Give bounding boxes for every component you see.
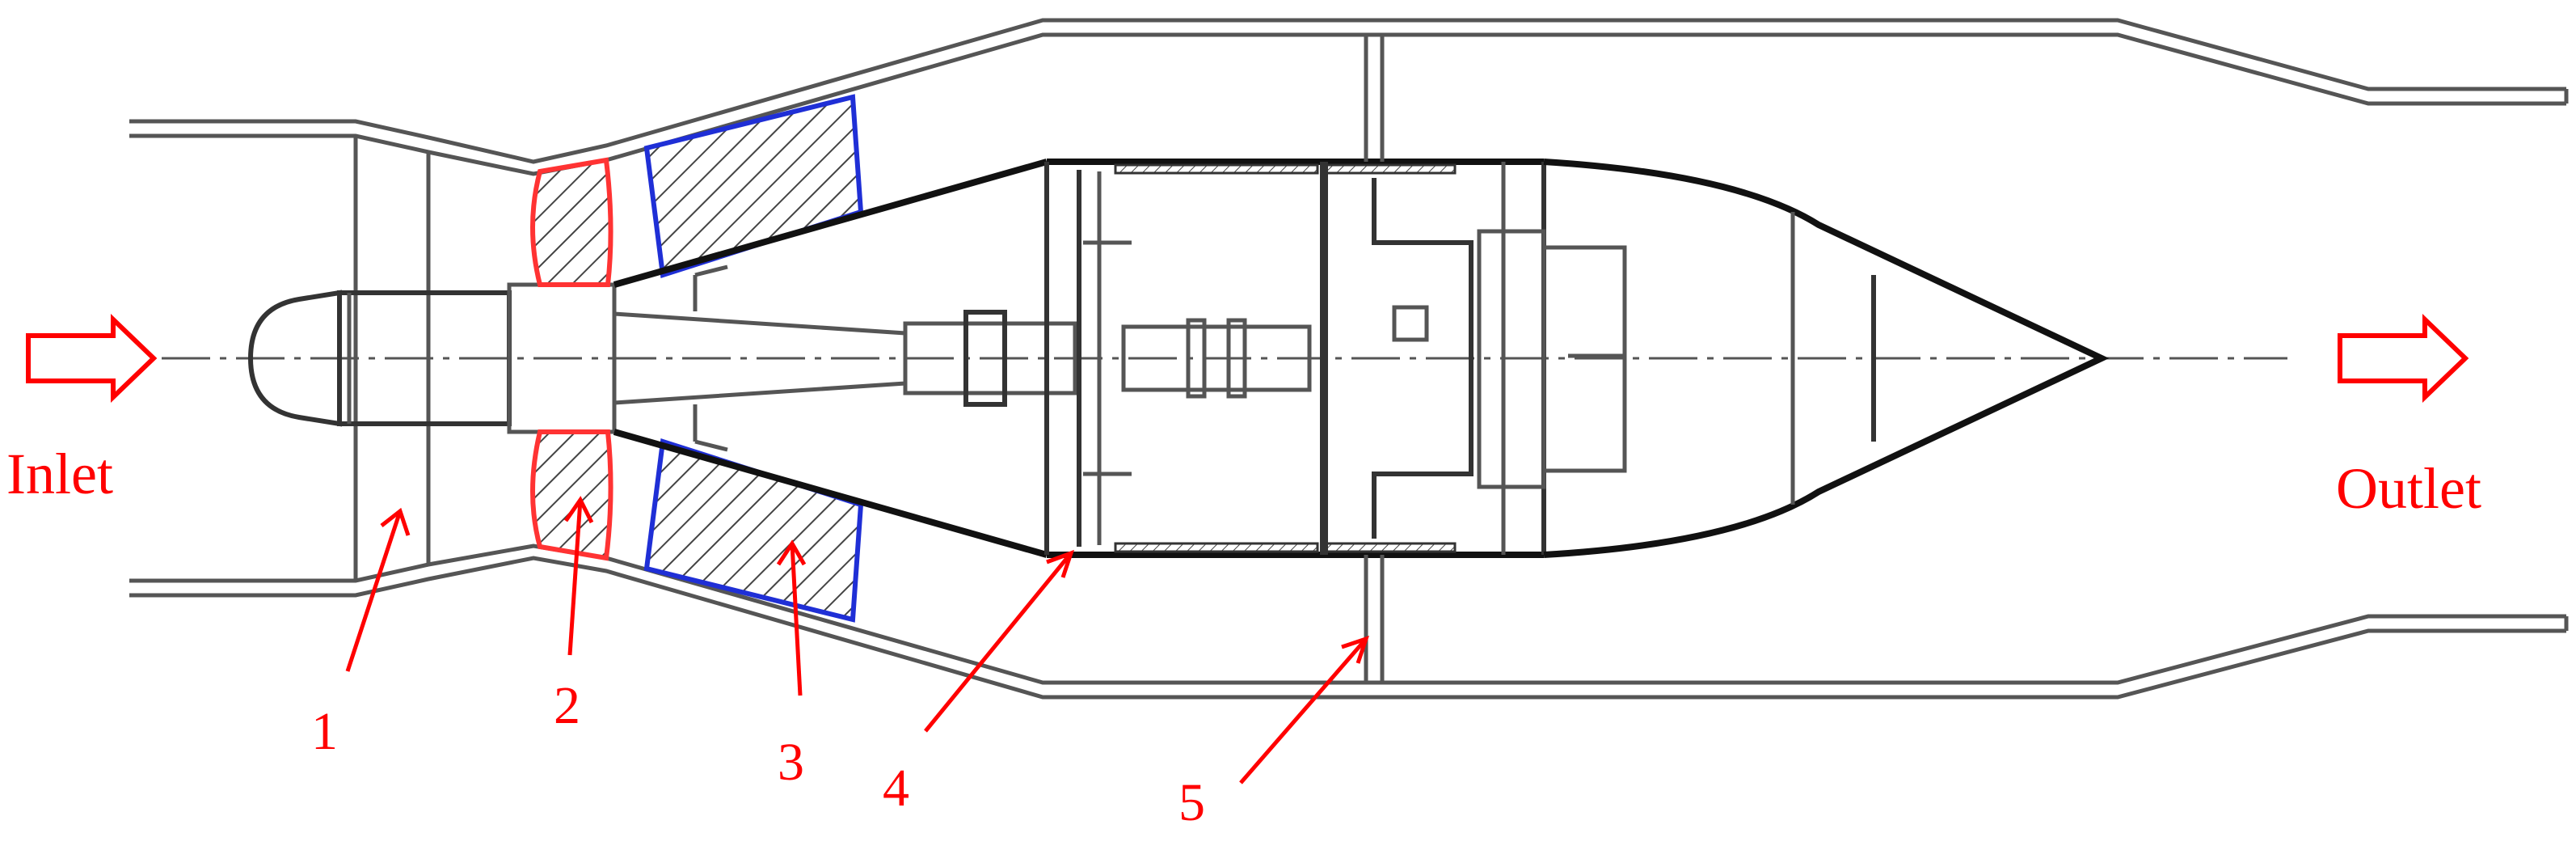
shaft (612, 310, 1312, 407)
guide-vane (643, 94, 864, 623)
part-label-5: 5 (1178, 773, 1205, 832)
part-label-4: 4 (883, 759, 909, 818)
outlet-support-strut (1364, 35, 1385, 683)
inlet-label: Inlet (6, 442, 113, 506)
outlet-label: Outlet (2336, 456, 2481, 521)
bearing-cone (613, 159, 1048, 558)
motor-housing (1044, 159, 1544, 558)
part-label-3: 3 (778, 733, 804, 792)
outlet-flow-arrow (2338, 313, 2469, 404)
part-label-1: 1 (311, 702, 338, 761)
leader-arrows (345, 496, 1369, 784)
impeller (530, 157, 613, 561)
part-label-2: 2 (554, 676, 580, 735)
rear-bulb (1372, 159, 2110, 558)
inlet-support-struts (353, 136, 431, 581)
inlet-flow-arrow (26, 313, 158, 404)
